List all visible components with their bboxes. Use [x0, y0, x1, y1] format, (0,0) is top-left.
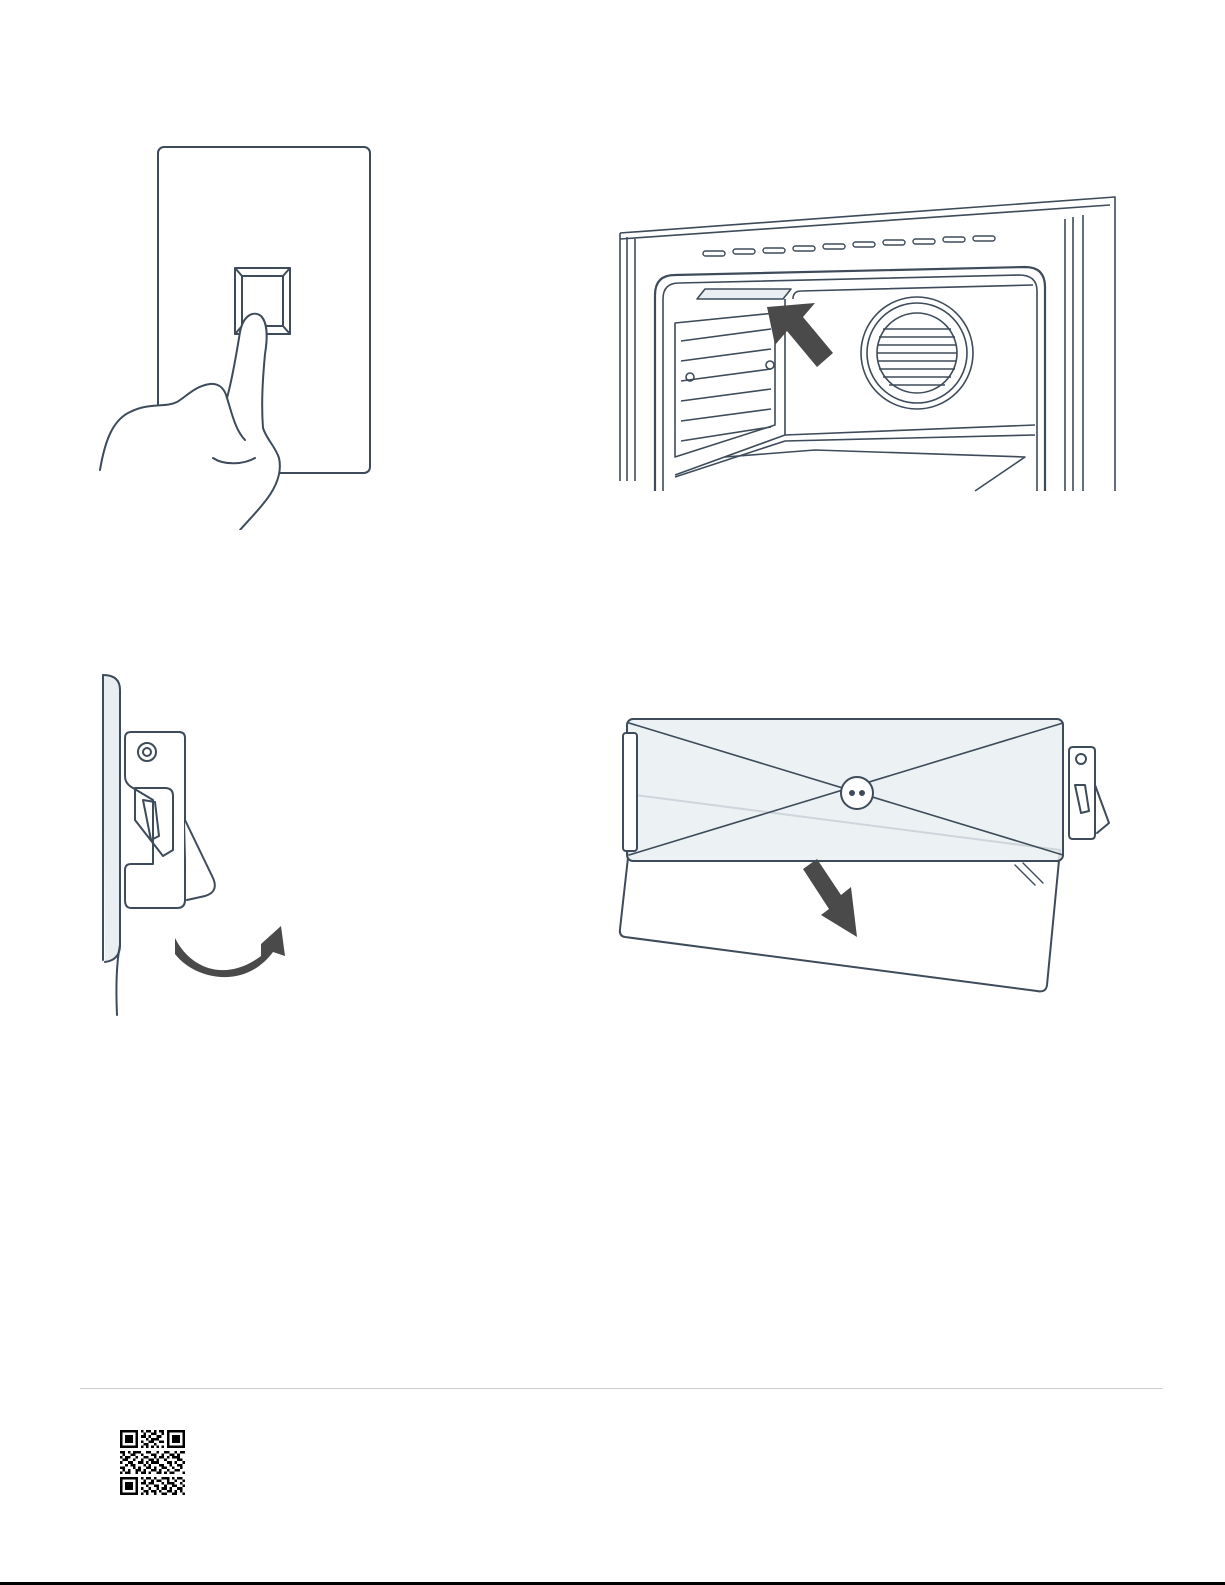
- figure-door-removal: [615, 715, 1115, 1000]
- door-center-knob: [841, 777, 873, 809]
- footer-divider: [80, 1388, 1163, 1389]
- convection-fan-icon: [861, 297, 973, 409]
- figure-power-switch: [95, 140, 385, 530]
- rotate-arrow-icon: [175, 926, 285, 977]
- figure-door-hinge-lever: [95, 670, 295, 1020]
- arrow-to-lamp-icon: [767, 303, 833, 367]
- lamp-cover: [697, 289, 791, 299]
- hinge-bracket: [125, 732, 215, 908]
- side-rack: [675, 313, 775, 457]
- figure-oven-interior: [615, 195, 1120, 495]
- hinge-bracket-small: [1069, 747, 1109, 839]
- qr-code-icon: [120, 1430, 185, 1495]
- hand-icon: [100, 314, 280, 530]
- vent-slots: [703, 236, 995, 256]
